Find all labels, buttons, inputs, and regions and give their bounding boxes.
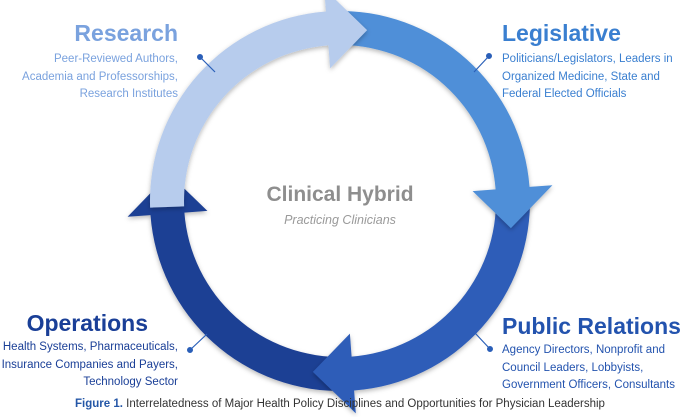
research-leader-dot [197,53,204,60]
operations-heading: Operations [26,310,148,336]
legislative-leader-dot [486,52,493,59]
figure-caption-text: Interrelatedness of Major Health Policy … [126,398,605,410]
public-relations-leader-line [474,332,491,350]
legislative-leader-line [473,55,490,73]
legislative-description: Politicians/Legislators, Leaders in Orga… [502,53,673,100]
operations-arrow [127,173,347,392]
research-description: Peer-Reviewed Authors, Academia and Prof… [22,53,178,100]
figure-caption: Figure 1. Interrelatedness of Major Heal… [0,398,680,410]
center-subtitle: Practicing Clinicians [284,213,396,227]
public-relations-description: Agency Directors, Nonprofit and Council … [502,344,675,391]
operations-description: Health Systems, Pharmaceuticals, Insuran… [1,341,178,388]
operations-leader-line [189,333,208,351]
public-relations-arrow [312,194,531,414]
research-leader-line [199,56,216,73]
legislative-heading: Legislative [502,20,621,46]
figure-label: Figure 1. [75,398,123,410]
legislative-arrow [333,10,553,229]
public-relations-leader-dot [487,346,494,353]
research-heading: Research [74,20,178,46]
center-title: Clinical Hybrid [266,183,414,206]
public-relations-heading: Public Relations [502,313,680,339]
research-arrow [150,0,368,208]
operations-leader-dot [187,347,194,354]
